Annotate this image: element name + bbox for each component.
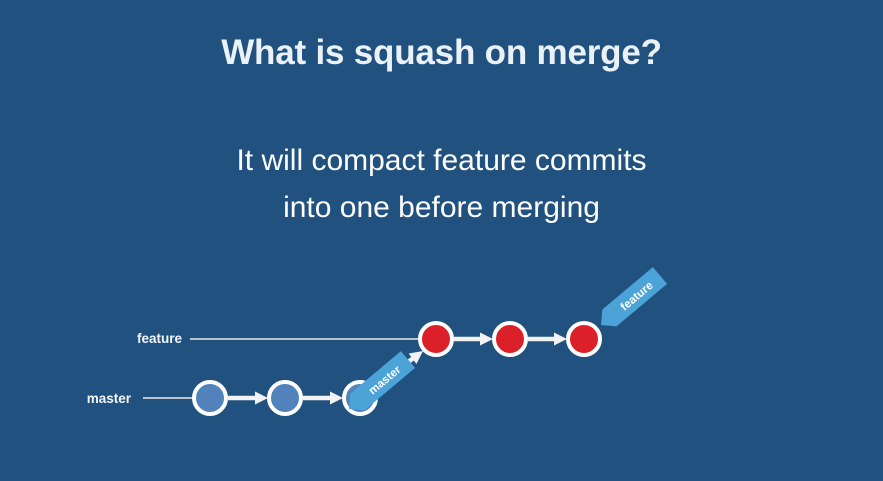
arrow-head: [480, 332, 493, 346]
branch-label-master: master: [86, 391, 131, 406]
arrow-f1-to-f2: [454, 332, 493, 346]
arrow-head: [408, 351, 423, 364]
feature-tag[interactable]: feature: [594, 267, 668, 333]
commit-circle[interactable]: [566, 321, 602, 357]
branch-label-feature: feature: [136, 331, 182, 346]
commit-node-m1[interactable]: [192, 380, 228, 416]
commit-node-f2[interactable]: [492, 321, 528, 357]
commit-circle[interactable]: [267, 380, 303, 416]
subtitle-line-2: into one before merging: [283, 191, 600, 224]
subtitle-line-1: It will compact feature commits: [236, 144, 647, 177]
arrow-m2-to-m3: [303, 391, 343, 405]
commit-node-f1[interactable]: [418, 321, 454, 357]
arrow-head: [255, 391, 268, 405]
page-title: What is squash on merge?: [221, 33, 662, 72]
arrow-m1-to-m2: [228, 391, 268, 405]
commit-node-m2[interactable]: [267, 380, 303, 416]
tag-shape[interactable]: [594, 267, 668, 333]
commit-node-f3[interactable]: [566, 321, 602, 357]
commit-circle[interactable]: [418, 321, 454, 357]
arrow-head: [554, 332, 567, 346]
tag-shape[interactable]: [342, 351, 416, 417]
commit-circle[interactable]: [192, 380, 228, 416]
arrow-f2-to-f3: [528, 332, 567, 346]
arrow-head: [330, 391, 343, 405]
page-subtitle: It will compact feature commits into one…: [0, 137, 883, 231]
commit-circle[interactable]: [492, 321, 528, 357]
